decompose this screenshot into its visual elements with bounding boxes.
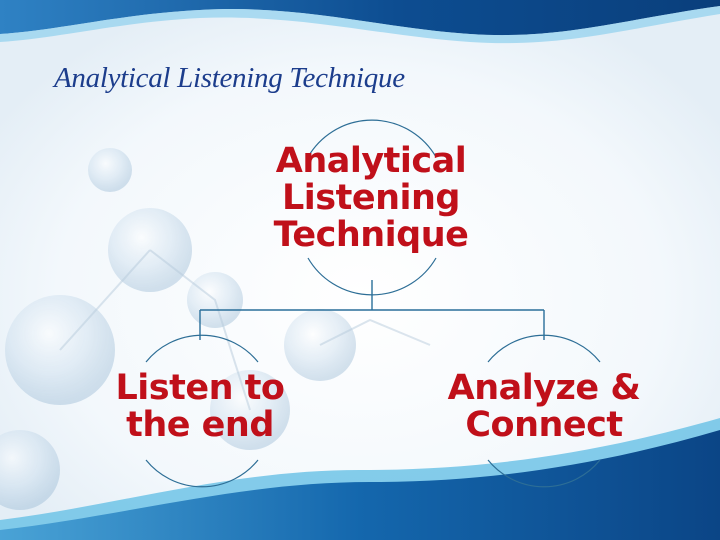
root-node-label: Analytical Listening Technique xyxy=(221,143,521,254)
left-node-bottom-arc xyxy=(145,459,259,488)
child-node-line: Listen to xyxy=(115,368,285,408)
child-node-analyze-label: Analyze & Connect xyxy=(409,370,679,444)
root-node-line: Analytical xyxy=(275,141,467,181)
root-node-line: Technique xyxy=(273,215,469,255)
slide-title: Analytical Listening Technique xyxy=(54,62,405,94)
root-node-line: Listening xyxy=(282,178,461,218)
right-node-bottom-arc xyxy=(487,459,601,488)
child-node-line: Connect xyxy=(465,405,623,445)
child-node-line: Analyze & xyxy=(447,368,641,408)
root-node-top-arc xyxy=(307,119,437,158)
child-node-listen-label: Listen to the end xyxy=(80,370,320,444)
child-node-line: the end xyxy=(126,405,274,445)
left-node-top-arc xyxy=(145,334,259,363)
